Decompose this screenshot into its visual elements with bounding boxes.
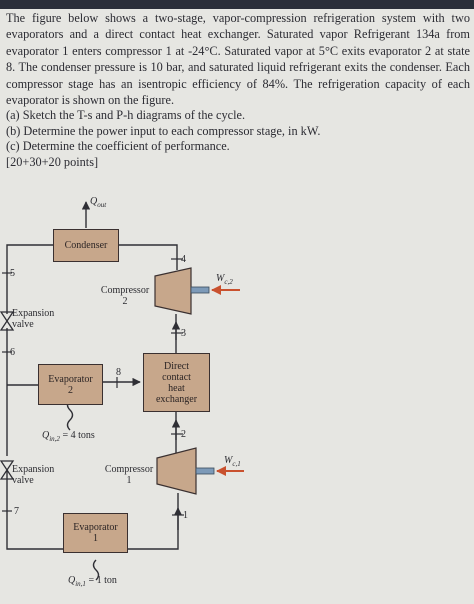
compressor-1-number: 1 bbox=[126, 475, 132, 486]
q-in1-label: Qin,1 = 1 ton bbox=[68, 575, 117, 590]
q-in1-sub: in,1 bbox=[75, 580, 86, 588]
ev-top-line-2: valve bbox=[12, 319, 34, 330]
hx-line-2: contact bbox=[162, 371, 191, 383]
q-in2-label: Qin,2 = 4 tons bbox=[42, 430, 95, 445]
shaft-1 bbox=[195, 467, 215, 475]
hx-line-4: exchanger bbox=[155, 393, 198, 405]
state-3: 3 bbox=[181, 328, 186, 339]
state-5: 5 bbox=[10, 268, 15, 279]
ev-bottom-line-2: valve bbox=[12, 475, 34, 486]
condenser-box: Condenser bbox=[53, 229, 119, 262]
wc1-sub: c,1 bbox=[232, 460, 241, 468]
evaporator-2-box: Evaporator 2 bbox=[38, 364, 103, 405]
q-in1-symbol: Q bbox=[68, 575, 76, 586]
expansion-valve-top-label: Expansion valve bbox=[12, 308, 54, 330]
evaporator-2-number: 2 bbox=[68, 384, 73, 396]
compressor-1-icon bbox=[156, 447, 197, 495]
compressor-2-text: Compressor bbox=[100, 285, 150, 296]
ev-top-line-1: Expansion bbox=[12, 308, 55, 319]
compressor-1-label: Compressor 1 bbox=[101, 464, 157, 486]
wc1-symbol: W bbox=[224, 455, 233, 466]
q-out-label: Qout bbox=[90, 196, 106, 211]
hx-line-1: Direct bbox=[164, 360, 189, 372]
state-7: 7 bbox=[14, 506, 19, 517]
q-in2-symbol: Q bbox=[42, 430, 50, 441]
expansion-valve-bottom-icon bbox=[0, 460, 15, 480]
q-in2-value: = 4 tons bbox=[62, 430, 95, 441]
evaporator-1-box: Evaporator 1 bbox=[63, 513, 128, 553]
wc2-symbol: W bbox=[216, 273, 225, 284]
state-1: 1 bbox=[183, 510, 188, 521]
ev-bottom-line-1: Expansion bbox=[12, 464, 55, 475]
heat-exchanger-box: Direct contact heat exchanger bbox=[143, 353, 210, 412]
evaporator-1-label: Evaporator bbox=[73, 522, 118, 533]
top-bar bbox=[0, 0, 474, 9]
state-6: 6 bbox=[10, 347, 15, 358]
condenser-label: Condenser bbox=[64, 240, 108, 251]
evaporator-2-label: Evaporator bbox=[48, 373, 93, 385]
q-out-symbol: Q bbox=[90, 196, 98, 207]
compressor-2-label: Compressor 2 bbox=[97, 285, 153, 307]
evaporator-1-number: 1 bbox=[93, 533, 98, 544]
question-b: (b) Determine the power input to each co… bbox=[6, 123, 321, 138]
state-2: 2 bbox=[181, 429, 186, 440]
compressor-1-text: Compressor bbox=[104, 464, 154, 475]
shaft-2 bbox=[190, 286, 210, 294]
compressor-2-number: 2 bbox=[122, 296, 128, 307]
problem-paragraph: The figure below shows a two-stage, vapo… bbox=[6, 11, 470, 108]
problem-text: The figure below shows a two-stage, vapo… bbox=[6, 10, 470, 170]
wc1-label: Wc,1 bbox=[224, 455, 241, 470]
state-8: 8 bbox=[116, 367, 121, 378]
points-label: [20+30+20 points] bbox=[6, 154, 99, 169]
hx-line-3: heat bbox=[168, 382, 185, 394]
expansion-valve-bottom-label: Expansion valve bbox=[12, 464, 54, 486]
wc2-label: Wc,2 bbox=[216, 273, 233, 288]
expansion-valve-top-icon bbox=[0, 311, 15, 331]
state-4: 4 bbox=[181, 254, 186, 265]
q-in2-sub: in,2 bbox=[49, 435, 60, 443]
wc2-sub: c,2 bbox=[224, 278, 233, 286]
question-c: (c) Determine the coefficient of perform… bbox=[6, 139, 230, 154]
compressor-2-icon bbox=[154, 267, 192, 315]
question-a: (a) Sketch the T-s and P-h diagrams of t… bbox=[6, 108, 246, 123]
q-out-sub: out bbox=[97, 201, 107, 209]
q-in1-value: = 1 ton bbox=[88, 575, 117, 586]
